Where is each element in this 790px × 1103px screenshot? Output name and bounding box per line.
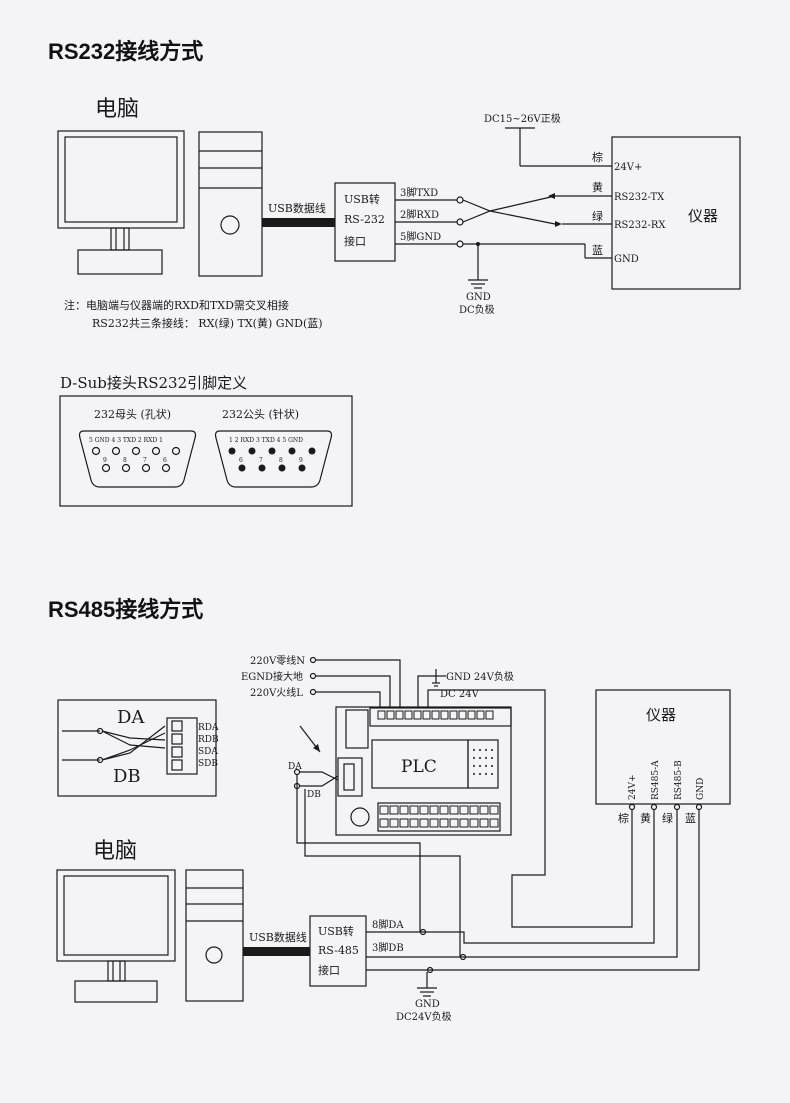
rs485-converter-line2: RS-485	[318, 944, 359, 957]
dsub-male-pin7: 7	[259, 457, 263, 464]
rs485-port-24v: 24V+	[628, 775, 638, 801]
rs485-plc-port	[337, 757, 363, 797]
rs232-instrument-label: 仪器	[688, 207, 718, 225]
dsub-female-shell	[78, 430, 197, 488]
rs485-inset-da: DA	[117, 707, 145, 728]
rs485-dc-ground-label: GND 24V负极	[446, 670, 514, 683]
rs232-power-label: DC15~26V正极	[484, 112, 561, 125]
rs485-plc-db-label: DB	[307, 790, 321, 800]
rs485-port-a: RS485-A	[651, 760, 661, 800]
rs232-converter-box: USB转 RS-232 接口	[334, 182, 396, 262]
rs485-pc-tower	[185, 869, 244, 1002]
rs485-plc: PLC	[335, 706, 512, 836]
rs485-converter-line1: USB转	[318, 924, 354, 938]
rs485-usb-cable-label: USB数据线	[249, 930, 307, 944]
rs232-port-24v: 24V+	[614, 162, 642, 173]
rs485-usb-cable	[243, 947, 310, 956]
rs485-converter-box: USB转 RS-485 接口	[309, 915, 367, 987]
rs232-wiring-diagram: 电脑 USB数据线 USB转 RS-232 接口 3脚TXD 2脚RXD 5脚G…	[57, 97, 741, 507]
rs232-computer-label: 电脑	[95, 97, 139, 122]
rs485-pin-da: 8脚DA	[372, 918, 404, 931]
rs232-section-title: RS232接线方式	[48, 39, 204, 64]
dsub-female-pin7: 7	[143, 457, 147, 464]
dsub-female-pin6: 6	[163, 457, 167, 464]
dsub-male-pins	[228, 447, 316, 472]
dsub-box	[59, 395, 353, 507]
dsub-female-top-labels: 5 GND 4 3 TXD 2 RXD 1	[89, 437, 163, 444]
rs485-terminal-sdb: SDB	[198, 759, 218, 769]
rs485-terminal-sda: SDA	[198, 747, 218, 757]
rs232-note-line1: 注：电脑端与仪器端的RXD和TXD需交叉相接	[64, 298, 289, 312]
rs232-monitor	[57, 130, 185, 275]
rs485-section-title: RS485接线方式	[48, 597, 204, 622]
rs232-converter-line2: RS-232	[344, 213, 385, 226]
rs232-note-line2: RS232共三条接线： RX(绿) TX(黄) GND(蓝)	[92, 316, 323, 330]
rs485-wiring-diagram: 220V零线N EGND接大地 220V火线L GND 24V负极 DC 24V…	[56, 654, 731, 1023]
rs232-port-rx: RS232-RX	[614, 220, 666, 231]
rs485-color-green: 绿	[662, 811, 673, 825]
rs485-terminal-rda: RDA	[198, 723, 219, 733]
dsub-male-pin6: 6	[239, 457, 243, 464]
dsub-male-top-labels: 1 2 RXD 3 TXD 4 5 GND	[229, 437, 303, 444]
rs485-earth-label: EGND接大地	[241, 670, 303, 683]
rs232-color-green: 绿	[592, 209, 603, 223]
rs485-computer-label: 电脑	[93, 839, 137, 864]
rs485-neutral-label: 220V零线N	[250, 654, 305, 667]
dsub-title: D-Sub接头RS232引脚定义	[60, 374, 247, 392]
dsub-male-shell	[214, 430, 333, 488]
rs232-dc-negative-label: DC负极	[459, 303, 495, 316]
rs232-color-blue: 蓝	[592, 244, 603, 257]
rs485-plc-da-label: DA	[288, 762, 302, 772]
rs232-usb-cable	[262, 218, 335, 227]
rs485-converter-line3: 接口	[318, 964, 340, 977]
rs485-terminal-inset: DA DB RDA RDB SDA SDB	[57, 699, 219, 797]
rs232-usb-cable-label: USB数据线	[268, 201, 326, 215]
rs232-instrument-box	[611, 136, 741, 290]
rs232-pin-txd: 3脚TXD	[400, 186, 438, 199]
rs232-converter-line3: 接口	[344, 235, 366, 248]
rs485-instrument-box	[595, 689, 731, 805]
rs485-pin-db: 3脚DB	[372, 941, 404, 954]
rs232-color-brown: 棕	[592, 150, 603, 164]
rs232-pc-tower	[198, 131, 263, 277]
rs485-instrument-label: 仪器	[646, 706, 676, 724]
rs232-port-gnd: GND	[614, 254, 639, 265]
rs485-dc-negative-label: DC24V负极	[396, 1010, 452, 1023]
rs232-pin-gnd: 5脚GND	[400, 230, 441, 243]
dsub-female-title: 232母头 (孔状)	[94, 407, 171, 421]
rs232-port-tx: RS232-TX	[614, 192, 665, 203]
rs232-converter-line1: USB转	[344, 192, 380, 206]
rs485-dc24v-label: DC 24V	[440, 689, 480, 700]
dsub-male-title: 232公头 (针状)	[222, 407, 299, 421]
rs485-color-yellow: 黄	[640, 811, 651, 825]
rs485-terminal-rdb: RDB	[198, 735, 219, 745]
dsub-male-pin9: 9	[299, 457, 303, 464]
rs485-live-label: 220V火线L	[250, 686, 303, 699]
rs485-color-blue: 蓝	[685, 812, 696, 825]
rs485-port-b: RS485-B	[674, 760, 684, 800]
rs485-inset-db: DB	[113, 766, 141, 787]
dsub-female-holes	[91, 446, 181, 473]
rs485-port-gnd: GND	[696, 778, 706, 800]
rs232-ground-label: GND	[466, 292, 491, 303]
rs485-color-brown: 棕	[618, 811, 629, 825]
rs232-color-yellow: 黄	[592, 180, 603, 194]
dsub-female-pin9: 9	[103, 457, 107, 464]
rs485-plc-label: PLC	[401, 757, 437, 777]
dsub-female-pin8: 8	[123, 457, 127, 464]
dsub-male-pin8: 8	[279, 457, 283, 464]
rs232-pin-rxd: 2脚RXD	[400, 208, 439, 221]
rs485-ground-label: GND	[415, 999, 440, 1010]
rs485-monitor	[56, 869, 176, 1003]
